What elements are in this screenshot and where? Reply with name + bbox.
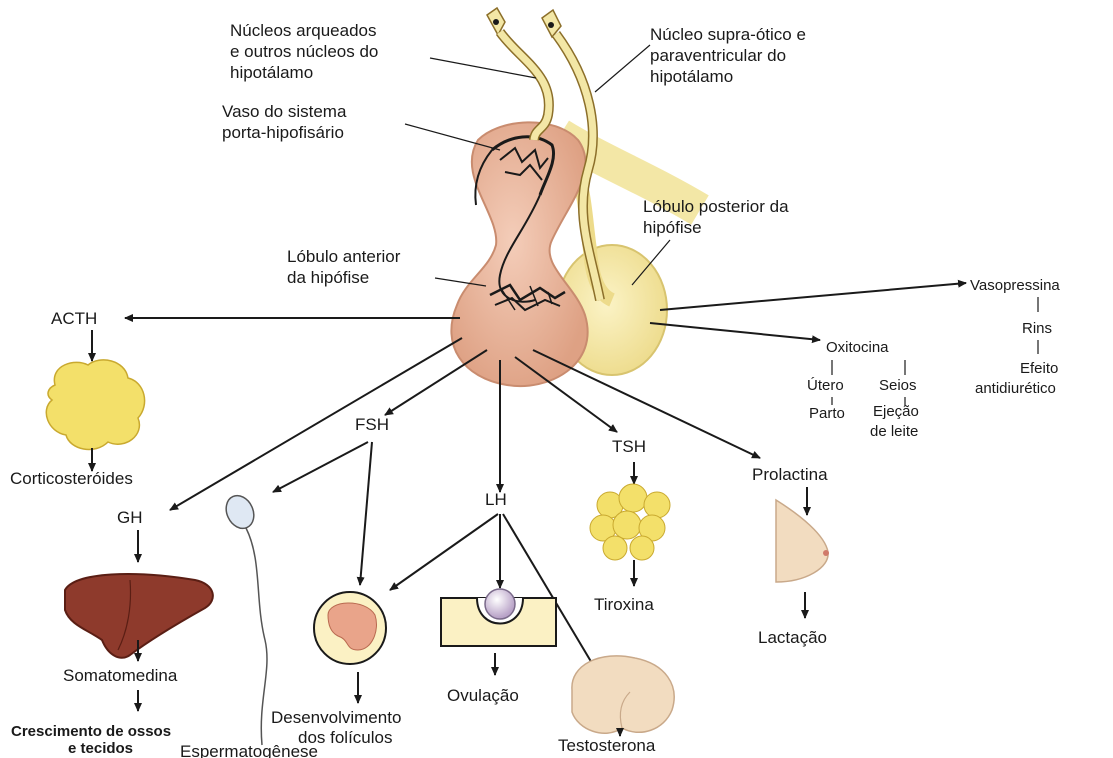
follicle-image [314, 592, 386, 664]
sperm-image [221, 491, 267, 745]
vasopressin-arrow [660, 283, 966, 310]
follicle-dev-label-line1: Desenvolvimento [271, 708, 401, 727]
growth-label-line1: Crescimento de ossos [11, 723, 171, 740]
milk-ejection-label-line1: Ejeção [873, 403, 919, 420]
fsh-arrow [385, 350, 487, 415]
prolactin-arrow [533, 350, 760, 458]
oxytocin-label: Oxitocina [826, 339, 889, 356]
prolactin-label: Prolactina [752, 465, 828, 484]
testosterone-label: Testosterona [558, 736, 656, 755]
gh-arrow [170, 338, 462, 510]
lh-label: LH [485, 490, 507, 509]
tsh-label: TSH [612, 437, 646, 456]
arcuate-nuclei-label: Núcleos arqueados e outros núcleos do hi… [230, 21, 383, 82]
lh-to-follicle-arrow [390, 514, 498, 590]
breast-image [776, 500, 829, 582]
acth-label: ACTH [51, 309, 97, 328]
thyroxine-label: Tiroxina [594, 595, 654, 614]
growth-label-line2: e tecidos [68, 740, 133, 757]
thyroid-image [590, 484, 670, 560]
fsh-to-follicle-arrow [360, 442, 372, 585]
ovulation-image [441, 589, 556, 646]
adrenal-gland-image [46, 360, 144, 450]
fsh-label: FSH [355, 415, 389, 434]
kidneys-label: Rins [1022, 320, 1052, 337]
gh-label: GH [117, 508, 143, 527]
milk-ejection-label-line2: de leite [870, 423, 918, 440]
posterior-lobe-label: Lóbulo posterior da hipófise [643, 197, 793, 237]
corticosteroids-label: Corticosteróides [10, 469, 133, 488]
vasopressin-label: Vasopressina [970, 277, 1060, 294]
lactation-label: Lactação [758, 628, 827, 647]
testis-image [572, 656, 674, 733]
birth-label: Parto [809, 405, 845, 422]
antidiuretic-label-line1: Efeito [1020, 360, 1058, 377]
follicle-dev-label-line2: dos folículos [298, 728, 393, 747]
anterior-lobe [451, 122, 587, 386]
uterus-label: Útero [807, 377, 844, 394]
somatomedin-label: Somatomedina [63, 666, 178, 685]
oxytocin-arrow [650, 323, 820, 340]
portal-vessel-label: Vaso do sistema porta-hipofisário [222, 102, 351, 142]
ovulation-label: Ovulação [447, 686, 519, 705]
supraoptic-leader [595, 45, 650, 92]
supraoptic-nuclei-label: Núcleo supra-ótico e paraventricular do … [650, 25, 811, 86]
antidiuretic-label-line2: antidiurético [975, 380, 1056, 397]
fsh-to-sperm-arrow [273, 442, 368, 492]
breasts-label: Seios [879, 377, 917, 394]
anterior-lobe-label: Lóbulo anterior da hipófise [287, 247, 405, 287]
